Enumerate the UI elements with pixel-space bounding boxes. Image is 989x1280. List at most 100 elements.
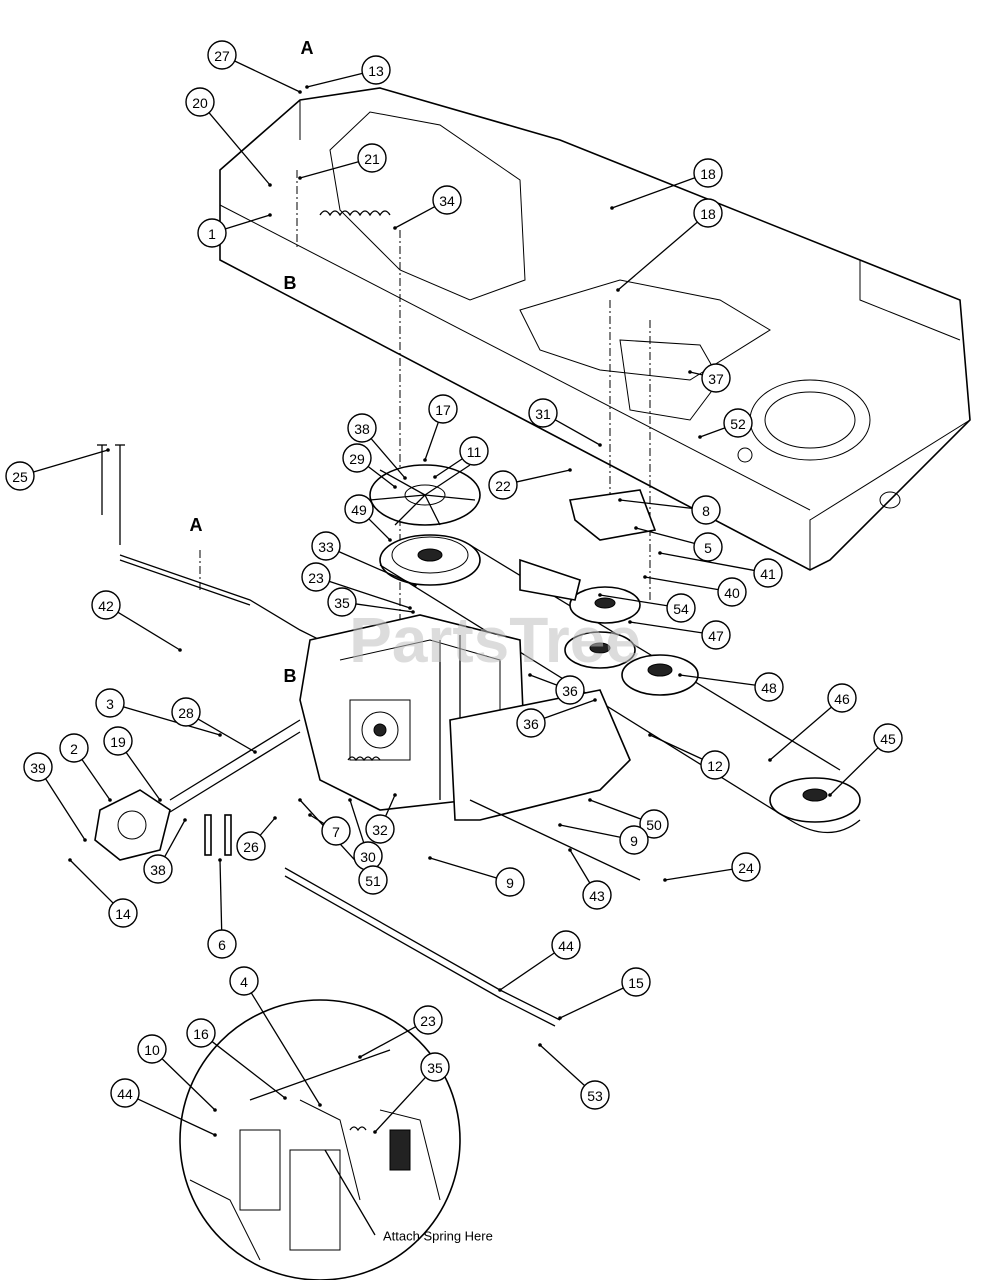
callout-leader: [123, 706, 221, 736]
callout-circle: [555, 675, 585, 705]
callout-bubble: 20: [185, 87, 215, 117]
callout-number: 28: [178, 705, 194, 721]
callout-bubble: 35: [420, 1052, 450, 1082]
callout-bubble: 31: [528, 398, 558, 428]
callout-leader-tip: [308, 813, 312, 817]
callout-number: 33: [318, 539, 334, 555]
callout-bubble: 54: [666, 593, 696, 623]
callout-bubble: 44: [110, 1078, 140, 1108]
wheel-hub: [94, 719, 301, 861]
callout-number: 46: [834, 691, 850, 707]
callout-bubble: 25: [5, 461, 35, 491]
callout-leader: [611, 177, 696, 209]
leader-lines: [33, 60, 879, 1137]
callout-circle: [301, 562, 331, 592]
callout-leader-tip: [643, 575, 647, 579]
callout-number: 42: [98, 598, 114, 614]
callout-leader: [306, 72, 363, 88]
callout-bubble: 48: [754, 672, 784, 702]
callout-leader-tip: [158, 798, 162, 802]
callout-bubble: 22: [488, 470, 518, 500]
reference-letters: A B A B: [190, 38, 314, 686]
callout-leader-tip: [373, 1130, 377, 1134]
callout-leader-tip: [413, 583, 417, 587]
callout-leader-tip: [610, 206, 614, 210]
callout-bubble: 6: [207, 929, 237, 959]
callout-circle: [666, 593, 696, 623]
cooling-fan: [369, 464, 481, 526]
callout-bubble: 28: [171, 697, 201, 727]
callout-leader-tip: [628, 620, 632, 624]
callout-number: 24: [738, 860, 754, 876]
callout-number: 36: [562, 683, 578, 699]
callout-number: 44: [558, 938, 574, 954]
callout-number: 2: [70, 741, 78, 757]
callout-circle: [693, 198, 723, 228]
callout-number: 44: [117, 1086, 133, 1102]
callout-circle: [358, 865, 388, 895]
callout-number: 6: [218, 937, 226, 953]
callout-circle: [432, 185, 462, 215]
callout-leader-tip: [106, 448, 110, 452]
callout-leader-tip: [318, 1103, 322, 1107]
callout-number: 22: [495, 478, 511, 494]
callout-circle: [197, 218, 227, 248]
callout-leader-tip: [108, 798, 112, 802]
callout-bubble: 12: [700, 750, 730, 780]
callout-bubble: 9: [495, 867, 525, 897]
ref-letter-b: B: [284, 666, 297, 686]
callout-number: 1: [208, 226, 216, 242]
callout-leader: [679, 674, 756, 686]
callout-leader-tip: [698, 435, 702, 439]
callout-circle: [701, 620, 731, 650]
callout-bubble: 11: [459, 436, 489, 466]
callout-leader: [161, 1058, 216, 1111]
callout-leader-tip: [593, 698, 597, 702]
callout-leader: [516, 469, 571, 483]
callout-circle: [5, 461, 35, 491]
callout-leader-tip: [423, 458, 427, 462]
callout-bubble: 9: [619, 825, 649, 855]
callout-leader: [234, 60, 301, 93]
callout-number: 45: [880, 731, 896, 747]
callout-circle: [311, 531, 341, 561]
callout-bubble: 24: [731, 852, 761, 882]
callout-leader: [125, 752, 161, 801]
callout-leader: [629, 621, 703, 634]
callout-bubble: 52: [723, 408, 753, 438]
callout-leader: [370, 438, 406, 479]
callout-leader: [211, 1041, 286, 1099]
callout-circle: [171, 697, 201, 727]
callout-bubble: 19: [103, 726, 133, 756]
callout-leader: [554, 419, 601, 446]
callout-leader: [699, 427, 726, 438]
callout-bubble: 13: [361, 55, 391, 85]
callout-number: 18: [700, 206, 716, 222]
callout-circle: [459, 436, 489, 466]
callout-leader: [69, 859, 114, 904]
callout-circle: [495, 867, 525, 897]
callout-leader-tip: [634, 526, 638, 530]
callout-leader-tip: [273, 816, 277, 820]
callout-number: 29: [349, 451, 365, 467]
callout-bubble: 5: [693, 532, 723, 562]
callout-bubble: 42: [91, 590, 121, 620]
callout-circle: [344, 494, 374, 524]
callout-leader-tip: [433, 475, 437, 479]
callout-number: 23: [308, 570, 324, 586]
callout-leader-tip: [268, 183, 272, 187]
callout-leader: [349, 799, 365, 843]
callout-leader-tip: [253, 750, 257, 754]
callout-leader: [499, 952, 555, 991]
callout-leader-tip: [411, 610, 415, 614]
callout-circle: [108, 898, 138, 928]
callout-number: 43: [589, 888, 605, 904]
callout-circle: [321, 816, 351, 846]
callout-leader: [539, 1044, 586, 1087]
callout-leader-tip: [688, 370, 692, 374]
callout-leader: [644, 576, 719, 591]
callout-number: 5: [704, 540, 712, 556]
callout-circle: [516, 708, 546, 738]
callout-number: 27: [214, 48, 230, 64]
callout-leader-tip: [213, 1108, 217, 1112]
